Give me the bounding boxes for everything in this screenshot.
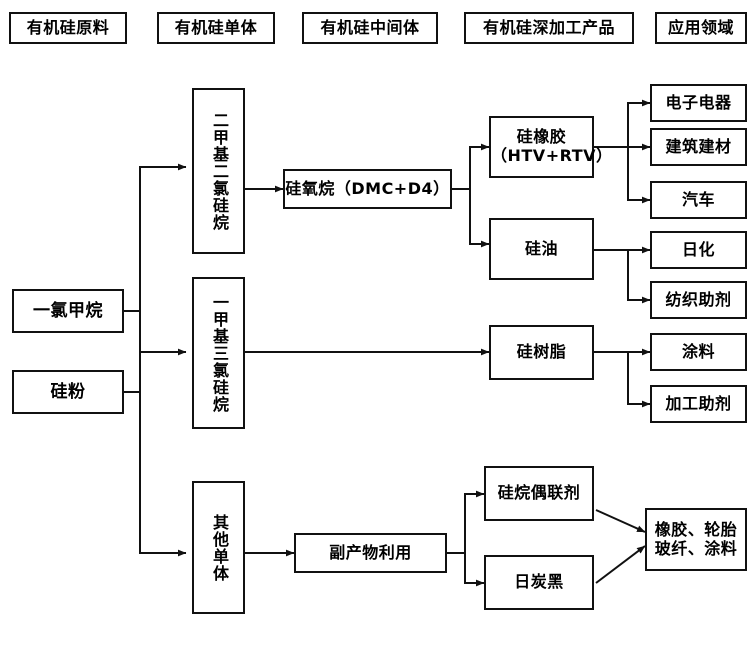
node-rubber-tire-glass-coating-label: 橡胶、轮胎 玻纤、涂料: [654, 519, 738, 558]
node-other-monomer-label: 其他单体: [209, 513, 229, 582]
wire-rubber-to-electronics: [627, 99, 651, 147]
wire-chloromethane-bus: [124, 310, 141, 352]
node-daily-chemical-label: 日化: [681, 239, 715, 259]
header-application: 应用领域: [655, 12, 747, 44]
header-raw-material-label: 有机硅原料: [26, 17, 110, 37]
node-methyltrichlorosilane-label: 一甲基三氯硅烷: [209, 293, 229, 413]
node-coating[interactable]: 涂料: [650, 333, 747, 371]
node-daily-chemical[interactable]: 日化: [650, 231, 747, 269]
node-methyltrichlorosilane[interactable]: 一甲基三氯硅烷: [192, 277, 245, 429]
node-dimethyldichlorosilane[interactable]: 二甲基二氯硅烷: [192, 88, 245, 254]
node-white-carbon-black[interactable]: 日炭黑: [484, 555, 594, 610]
header-intermediate-label: 有机硅中间体: [320, 17, 420, 37]
wire-coupling-to-final: [595, 509, 646, 533]
wire-siliconpowder-bus: [124, 352, 141, 393]
node-siloxane-label: 硅氧烷（DMC+D4）: [285, 178, 450, 198]
header-intermediate: 有机硅中间体: [302, 12, 438, 44]
node-silane-coupling-agent-label: 硅烷偶联剂: [497, 483, 581, 503]
node-silicone-oil[interactable]: 硅油: [489, 218, 594, 280]
header-application-label: 应用领域: [667, 17, 734, 37]
node-electronics-label: 电子电器: [665, 92, 732, 112]
node-coating-label: 涂料: [681, 341, 715, 361]
node-processing-aux-label: 加工助剂: [665, 393, 732, 413]
node-automotive-label: 汽车: [681, 189, 715, 209]
node-silicone-resin-label: 硅树脂: [516, 342, 567, 362]
node-construction-label: 建筑建材: [665, 136, 732, 156]
node-byproduct-use-label: 副产物利用: [329, 542, 412, 562]
wire-resin-to-processing: [627, 352, 651, 408]
node-silane-coupling-agent[interactable]: 硅烷偶联剂: [484, 466, 594, 521]
node-silicon-powder-label: 硅粉: [50, 381, 86, 402]
node-textile-aux[interactable]: 纺织助剂: [650, 281, 747, 319]
wire-bus-to-dimethyldichlorosilane: [139, 163, 187, 352]
node-siloxane[interactable]: 硅氧烷（DMC+D4）: [283, 169, 452, 209]
wire-oil-to-textile: [627, 250, 651, 304]
node-textile-aux-label: 纺织助剂: [665, 289, 732, 309]
node-dimethyldichlorosilane-label: 二甲基二氯硅烷: [209, 111, 229, 231]
wire-siloxane-to-rubber: [469, 143, 490, 189]
wire-byproduct-to-carbonblack: [464, 553, 485, 587]
wire-rubber-to-automotive: [627, 147, 651, 204]
header-deep-product-label: 有机硅深加工产品: [482, 17, 615, 37]
wire-byproduct-to-coupling: [464, 490, 485, 553]
node-automotive[interactable]: 汽车: [650, 181, 747, 219]
node-construction[interactable]: 建筑建材: [650, 128, 747, 166]
node-silicone-rubber-label: 硅橡胶 （HTV+RTV）: [491, 127, 613, 165]
node-white-carbon-black-label: 日炭黑: [514, 572, 564, 592]
header-raw-material: 有机硅原料: [9, 12, 127, 44]
node-other-monomer[interactable]: 其他单体: [192, 481, 245, 614]
node-silicon-powder[interactable]: 硅粉: [12, 370, 124, 414]
wire-siloxane-to-oil: [469, 189, 490, 248]
node-processing-aux[interactable]: 加工助剂: [650, 385, 747, 423]
node-chloromethane[interactable]: 一氯甲烷: [12, 289, 124, 333]
node-byproduct-use[interactable]: 副产物利用: [294, 533, 447, 573]
node-electronics[interactable]: 电子电器: [650, 84, 747, 122]
node-silicone-oil-label: 硅油: [524, 238, 558, 258]
node-silicone-resin[interactable]: 硅树脂: [489, 325, 594, 380]
node-chloromethane-label: 一氯甲烷: [33, 300, 103, 321]
header-deep-product: 有机硅深加工产品: [464, 12, 634, 44]
wire-carbonblack-to-final: [595, 545, 646, 584]
header-monomer-label: 有机硅单体: [174, 17, 258, 37]
node-rubber-tire-glass-coating[interactable]: 橡胶、轮胎 玻纤、涂料: [645, 508, 747, 571]
node-silicone-rubber[interactable]: 硅橡胶 （HTV+RTV）: [489, 116, 613, 178]
header-monomer: 有机硅单体: [157, 12, 275, 44]
wire-bus-to-other-monomer: [139, 352, 187, 557]
